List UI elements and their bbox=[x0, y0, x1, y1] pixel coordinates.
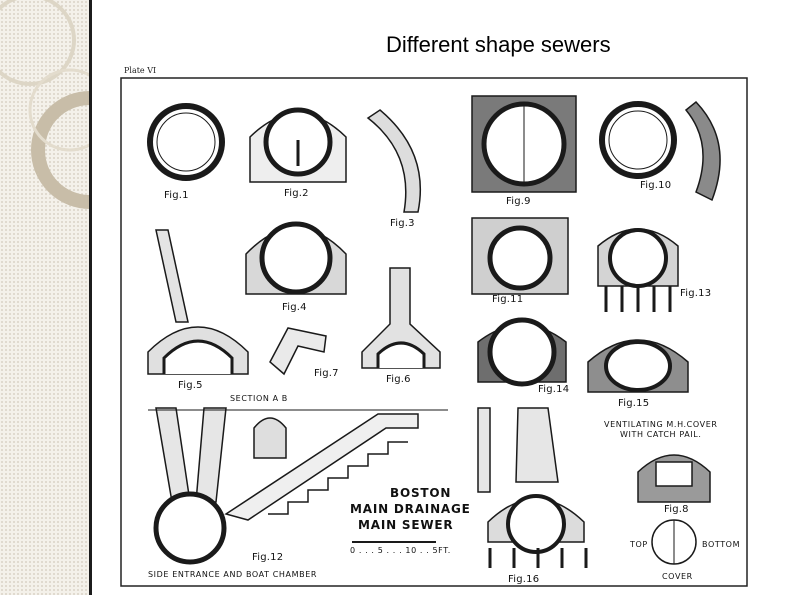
plate-drawing: Plate VI Fig.1 Fig.2 Fig.3 Fig.9 Fig.10 … bbox=[118, 62, 750, 590]
plate-title-line3: MAIN SEWER bbox=[358, 518, 454, 532]
fig8-caption: Fig.8 bbox=[664, 504, 689, 515]
fig13-caption: Fig.13 bbox=[680, 288, 712, 299]
fig11-caption: Fig.11 bbox=[492, 294, 524, 305]
fig12-caption: Fig.12 bbox=[252, 552, 284, 563]
decorative-rings bbox=[0, 0, 149, 209]
slide-title: Different shape sewers bbox=[386, 32, 611, 57]
fig7-caption: Fig.7 bbox=[314, 368, 339, 379]
cover-label: COVER bbox=[662, 572, 693, 581]
side-entrance-label: SIDE ENTRANCE AND BOAT CHAMBER bbox=[148, 570, 318, 579]
fig15-caption: Fig.15 bbox=[618, 398, 650, 409]
fig1-caption: Fig.1 bbox=[164, 190, 189, 201]
fig5-caption: Fig.5 bbox=[178, 380, 203, 391]
fig14-caption: Fig.14 bbox=[538, 384, 570, 395]
plate-title-line1: BOSTON bbox=[390, 486, 452, 500]
plate-label: Plate VI bbox=[124, 66, 157, 75]
section-label: SECTION A B bbox=[230, 394, 288, 403]
fig2-caption: Fig.2 bbox=[284, 188, 309, 199]
scale-label: 0 . . . 5 . . . 10 . . 5FT. bbox=[350, 546, 451, 555]
plate-illustration bbox=[120, 77, 748, 587]
fig10-caption: Fig.10 bbox=[640, 180, 672, 191]
bottom-label: BOTTOM bbox=[702, 540, 741, 549]
vent-label-line2: WITH CATCH PAIL. bbox=[620, 430, 702, 439]
fig6-caption: Fig.6 bbox=[386, 374, 411, 385]
top-label: TOP bbox=[630, 540, 648, 549]
fig9-caption: Fig.9 bbox=[506, 196, 531, 207]
side-strip-edge bbox=[89, 0, 92, 595]
fig4-caption: Fig.4 bbox=[282, 302, 307, 313]
vent-label-line1: VENTILATING M.H.COVER bbox=[604, 420, 718, 429]
fig3-caption: Fig.3 bbox=[390, 218, 415, 229]
fig16-caption: Fig.16 bbox=[508, 574, 540, 585]
plate-title-line2: MAIN DRAINAGE bbox=[350, 502, 471, 516]
decorative-side-strip bbox=[0, 0, 149, 595]
